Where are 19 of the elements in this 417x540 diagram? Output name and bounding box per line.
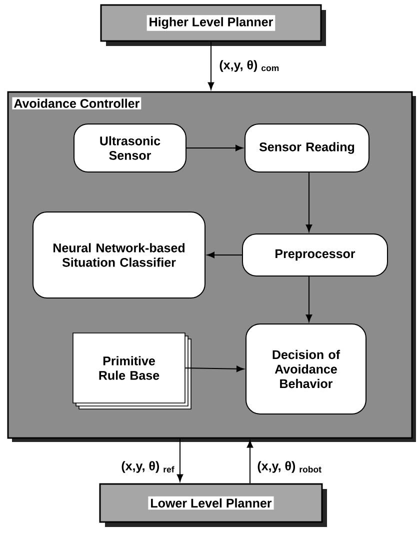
planner-box: Lower Level Planner <box>99 483 327 527</box>
arrow <box>206 252 242 258</box>
arrow <box>306 276 312 322</box>
rule-base-stack: Primitive Rule Base <box>72 332 192 410</box>
edge-label: (x,y, θ) $_{com}$ <box>220 60 279 72</box>
process-box: Preprocessor <box>242 234 388 276</box>
edge-label: (x,y, θ) $_{robot}$ <box>258 461 322 473</box>
arrow <box>186 144 243 152</box>
process-box: Neural Network-based Situation Classifier <box>32 212 206 298</box>
planner-box: Higher Level Planner <box>100 4 326 46</box>
process-box: Sensor Reading <box>244 124 370 172</box>
process-box: Decision of Avoidance Behavior <box>246 324 366 414</box>
arrow <box>184 366 244 372</box>
arrow <box>306 172 312 232</box>
arrow <box>208 41 214 90</box>
arrow <box>246 440 254 484</box>
arrow <box>176 438 184 482</box>
process-box: Ultrasonic Sensor <box>74 124 186 172</box>
edge-label: (x,y, θ) $_{ref}$ <box>122 461 174 473</box>
